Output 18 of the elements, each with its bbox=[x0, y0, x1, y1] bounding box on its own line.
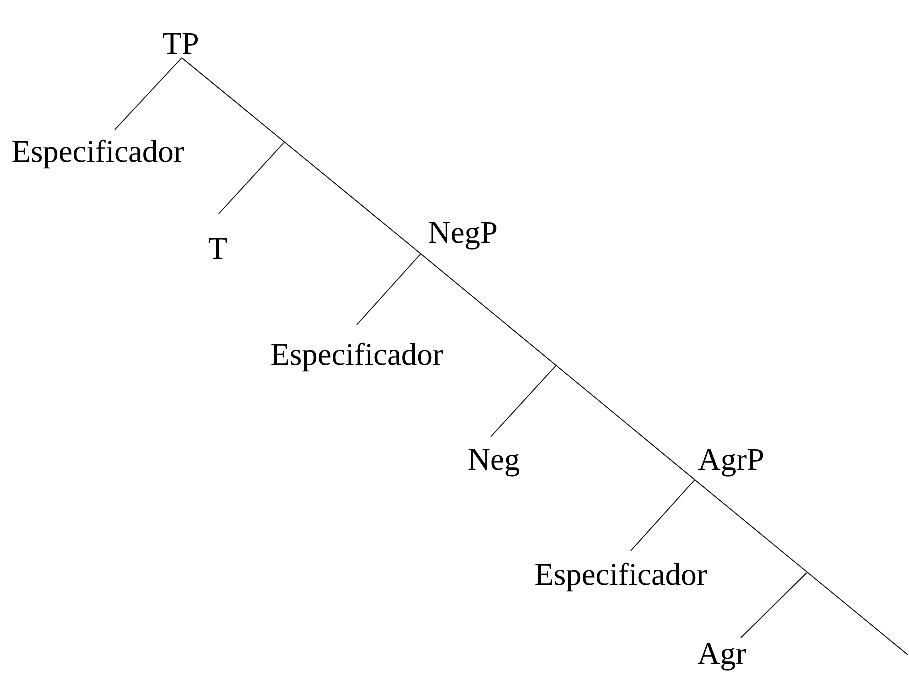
branch-line bbox=[114, 58, 182, 130]
branch-line bbox=[694, 480, 908, 656]
phrase-label: AgrP bbox=[698, 449, 764, 477]
constituent-label: Agr bbox=[698, 643, 746, 671]
constituent-label: Especificador bbox=[536, 562, 707, 592]
branch-line bbox=[182, 58, 422, 254]
branch-line bbox=[218, 142, 284, 214]
constituent-label: T bbox=[208, 238, 228, 259]
branch-line bbox=[420, 254, 696, 480]
branch-line bbox=[490, 366, 556, 438]
branch-line bbox=[740, 572, 808, 638]
constituent-label: Especificador bbox=[272, 342, 443, 372]
constituent-label: Neg bbox=[468, 449, 520, 477]
phrase-label: NegP bbox=[429, 222, 497, 250]
constituent-label: Especificador bbox=[12, 140, 184, 169]
phrase-label: TP bbox=[163, 33, 198, 54]
branch-line bbox=[356, 254, 422, 326]
branch-line bbox=[630, 480, 696, 552]
